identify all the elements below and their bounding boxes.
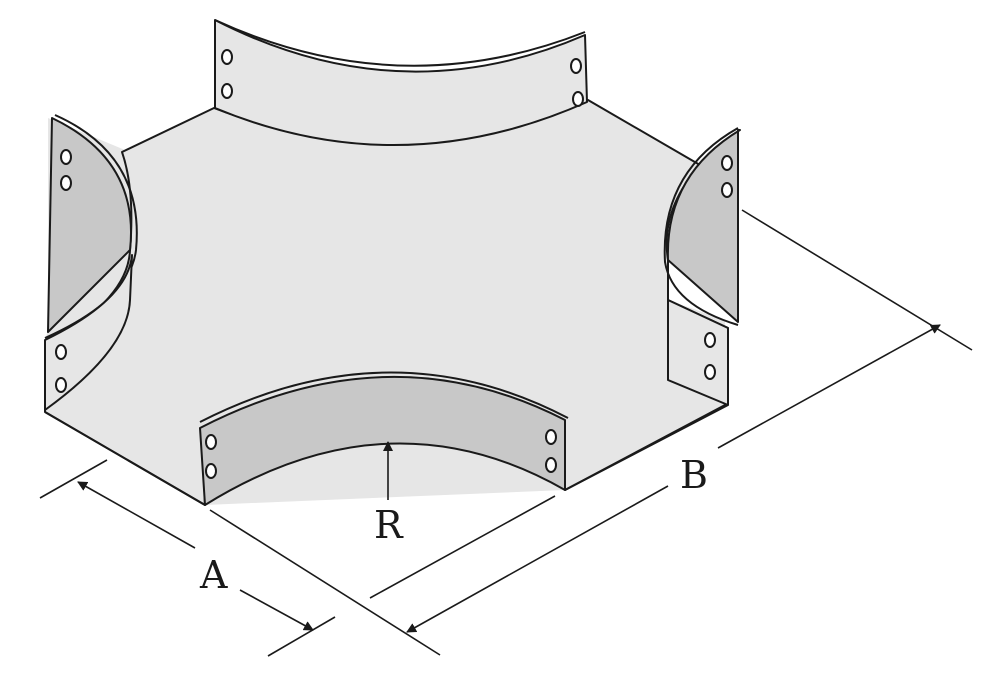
wall-top — [214, 19, 588, 146]
base-edge-left — [44, 411, 206, 506]
hole — [704, 364, 716, 380]
dim-b-arrow-lower — [406, 485, 669, 633]
wall-left — [47, 117, 132, 333]
wall-top-lip — [214, 19, 586, 67]
tray-body — [44, 19, 741, 506]
hole — [205, 434, 217, 450]
hole — [205, 463, 217, 479]
dim-b-reference-line — [369, 495, 556, 599]
hole — [55, 344, 67, 360]
wall-right — [666, 129, 741, 323]
hole — [221, 49, 233, 65]
label-a: A — [199, 553, 228, 597]
hole — [221, 83, 233, 99]
hole — [55, 377, 67, 393]
wall-left-lower — [44, 254, 133, 411]
hole — [721, 182, 733, 198]
dimension-lines — [39, 209, 973, 657]
dim-a-arrow-upper — [77, 481, 196, 549]
dim-b-arrow-upper — [717, 324, 941, 449]
dim-a-arrow-lower — [239, 589, 314, 631]
dim-a-extension-right — [267, 616, 336, 657]
hole — [60, 175, 72, 191]
dim-a-extension-left — [39, 459, 108, 499]
dim-b-extension-lower — [209, 509, 441, 656]
label-b: B — [680, 453, 708, 497]
hole — [545, 457, 557, 473]
label-r: R — [374, 503, 404, 547]
hole — [570, 58, 582, 74]
hole — [704, 332, 716, 348]
dim-b-extension-upper — [741, 209, 973, 351]
hole — [721, 155, 733, 171]
mounting-holes — [55, 49, 733, 479]
wall-right-outer — [663, 127, 739, 326]
hole — [545, 429, 557, 445]
hole — [572, 91, 584, 107]
wall-front-lip — [199, 371, 569, 423]
hole — [60, 149, 72, 165]
base-edge-right — [564, 404, 729, 491]
